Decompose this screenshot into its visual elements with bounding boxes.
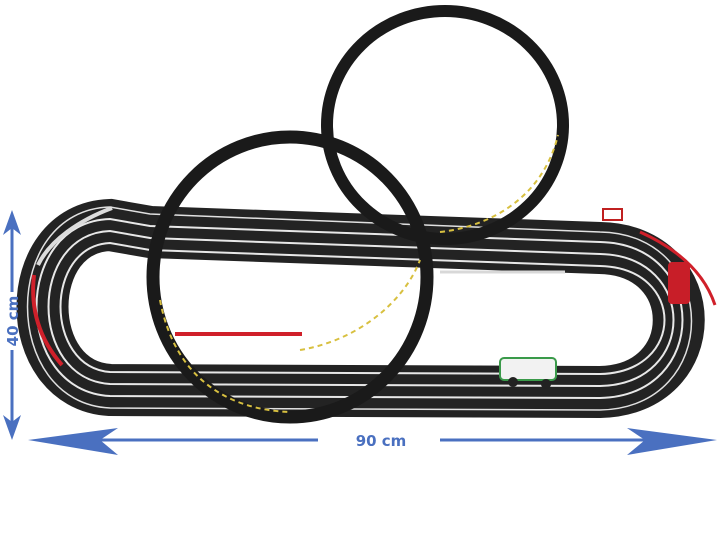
chevron-sign bbox=[602, 208, 623, 221]
width-dimension-arrow bbox=[28, 428, 717, 455]
red-barrier-left bbox=[31, 274, 64, 367]
height-label: 40 cm bbox=[4, 296, 22, 347]
track-oval bbox=[16, 198, 705, 419]
red-race-car bbox=[668, 262, 690, 304]
width-label: 90 cm bbox=[356, 432, 407, 450]
white-race-car bbox=[499, 357, 557, 389]
height-dimension-arrow bbox=[3, 210, 21, 440]
white-barrier-left bbox=[36, 206, 113, 266]
loop-large bbox=[146, 130, 434, 424]
loop-small bbox=[321, 5, 569, 245]
